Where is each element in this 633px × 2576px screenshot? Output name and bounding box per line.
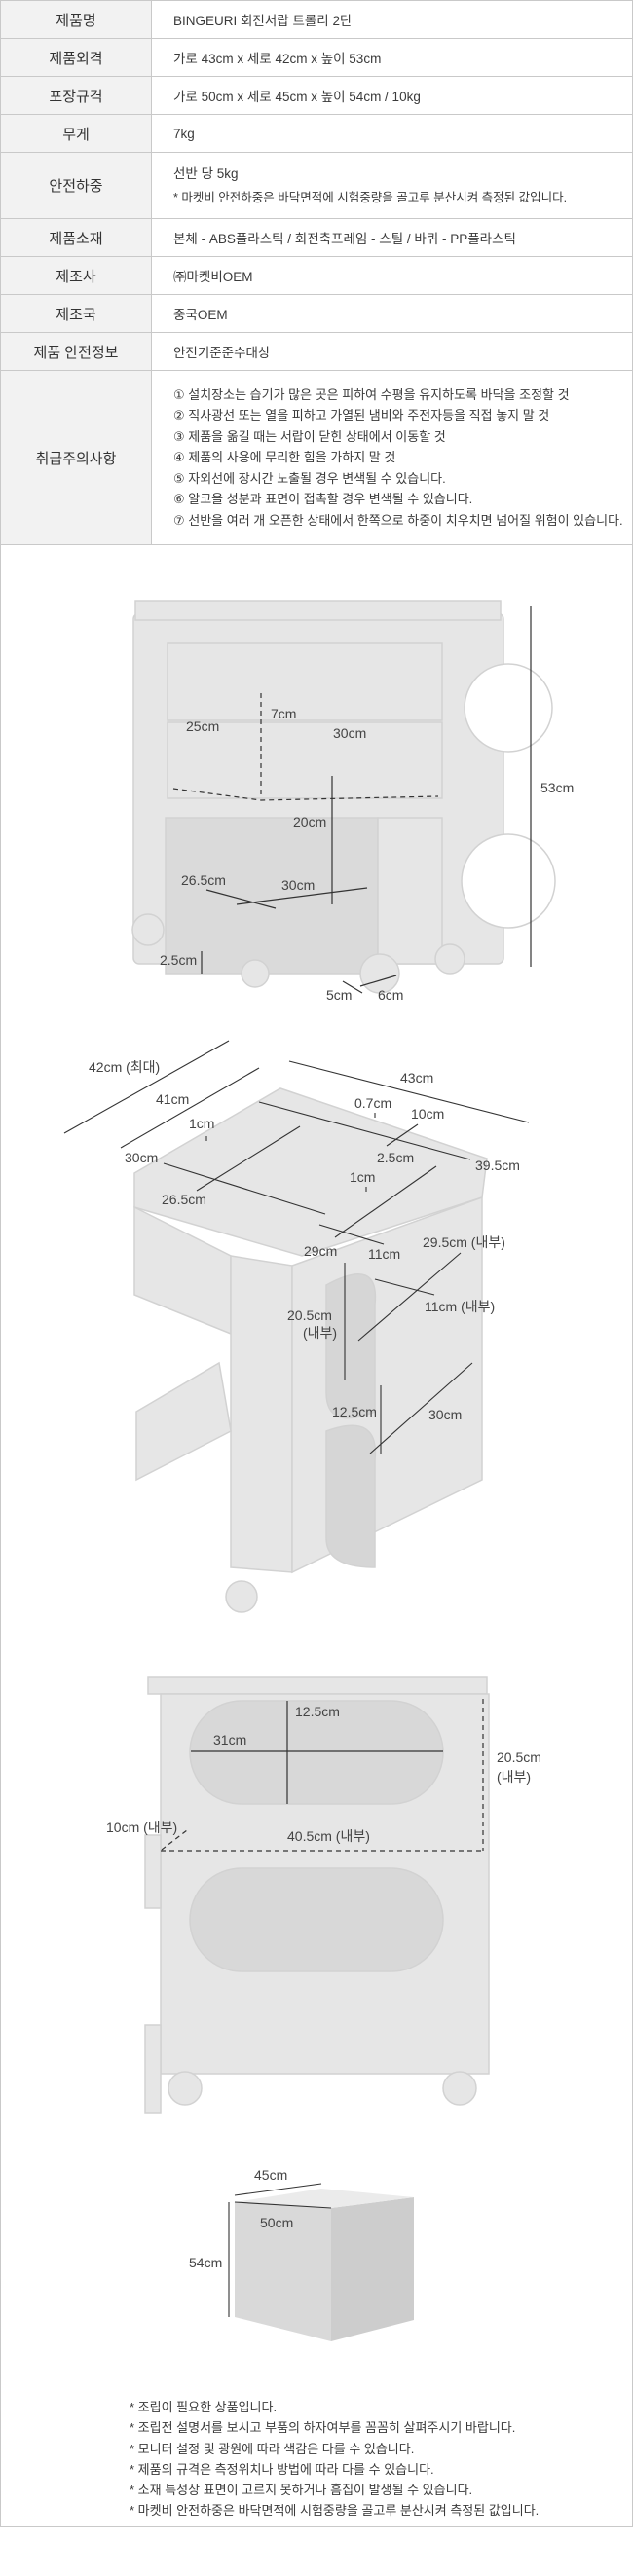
spec-value: 본체 - ABS플라스틱 / 회전축프레임 - 스틸 / 바퀴 - PP플라스틱 xyxy=(151,218,633,257)
care-item: ④ 제품의 사용에 무리한 힘을 가하지 말 것 xyxy=(173,450,396,465)
spec-label: 제조국 xyxy=(0,294,152,333)
care-item: ⑤ 자외선에 장시간 노출될 경우 변색될 수 있습니다. xyxy=(173,470,446,486)
dim-package-depth: 45cm xyxy=(254,2167,288,2183)
spec-label: 포장규격 xyxy=(0,76,152,115)
spec-row: 취급주의사항 ① 설치장소는 습기가 많은 곳은 피하여 수평을 유지하도록 바… xyxy=(0,370,633,545)
package-dimension-lines xyxy=(228,2183,332,2317)
dim-top-width: 30cm xyxy=(125,1150,159,1165)
note-item: * 조립이 필요한 상품입니다. xyxy=(130,2400,278,2414)
note-item: * 마켓비 안전하중은 바닥면적에 시험중량을 골고루 분산시켜 측정된 값입니… xyxy=(130,2503,540,2519)
dim-side-inner-height-note: (내부) xyxy=(497,1769,532,1785)
spec-label: 제품명 xyxy=(0,0,152,39)
dim-lower-height: 12.5cm xyxy=(332,1404,377,1419)
dim-max-depth: 42cm (최대) xyxy=(89,1059,161,1075)
dim-lower-depth: 30cm xyxy=(428,1407,463,1422)
spec-value: 가로 50cm x 세로 45cm x 높이 54cm / 10kg xyxy=(151,76,633,115)
note-item: * 소재 특성상 표면이 고르지 못하거나 흠집이 발생될 수 있습니다. xyxy=(130,2483,473,2498)
spec-value: 가로 43cm x 세로 42cm x 높이 53cm xyxy=(151,38,633,77)
dim-inner-height: 20.5cm xyxy=(287,1307,332,1323)
spec-label: 제조사 xyxy=(0,256,152,295)
spec-row: 제조사㈜마켓비OEM xyxy=(0,256,633,295)
dim-shelf-height: 20cm xyxy=(293,814,327,829)
side-view-cart xyxy=(144,1676,490,2114)
dim-inner-depth: 29.5cm (내부) xyxy=(423,1234,505,1250)
iso-view-dimension-lines xyxy=(63,1040,530,1454)
note-item: * 모니터 설정 및 광원에 따라 색감은 다를 수 있습니다. xyxy=(130,2441,415,2456)
dim-package-width: 50cm xyxy=(260,2215,294,2230)
dim-hole: 2.5cm xyxy=(377,1150,415,1165)
care-item: ⑦ 선반을 여러 개 오픈한 상태에서 한쪽으로 하중이 치우치면 넘어질 위험… xyxy=(173,512,623,528)
spec-value: BINGEURI 회전서랍 트롤리 2단 xyxy=(151,0,633,39)
spec-label: 제품외격 xyxy=(0,38,152,77)
dim-opening-height: 12.5cm xyxy=(295,1704,340,1719)
dim-drawer-depth: 25cm xyxy=(186,718,220,734)
dim-wheel-a: 5cm xyxy=(326,987,353,1003)
dim-package-height: 54cm xyxy=(189,2255,223,2270)
front-view-cart xyxy=(131,600,556,994)
dim-tray-width: 11cm xyxy=(368,1246,401,1262)
dim-shelf-depth: 26.5cm xyxy=(181,872,226,888)
dim-top-depth: 26.5cm xyxy=(162,1192,206,1207)
spec-value: 중국OEM xyxy=(151,294,633,333)
care-item: ⑥ 알코올 성분과 표면이 접촉할 경우 변색될 수 있습니다. xyxy=(173,492,473,507)
dim-inner-height-note: (내부) xyxy=(303,1325,338,1341)
dim-slot: 10cm xyxy=(411,1106,445,1122)
care-item: ① 설치장소는 습기가 많은 곳은 피하여 수평을 유지하도록 바닥을 조정할 … xyxy=(173,386,570,402)
dim-edge-1: 1cm xyxy=(189,1116,215,1131)
dim-opening-width: 31cm xyxy=(213,1732,247,1748)
dim-depth: 41cm xyxy=(156,1091,190,1107)
spec-label: 안전하중 xyxy=(0,152,152,219)
spec-value: 선반 당 5kg xyxy=(173,166,239,181)
front-view-dimension-lines xyxy=(172,606,532,994)
spec-label: 취급주의사항 xyxy=(0,370,152,545)
spec-value: 7kg xyxy=(151,114,633,153)
dim-inner-width: 11cm (내부) xyxy=(425,1299,496,1314)
dim-edge-2: 1cm xyxy=(350,1169,376,1185)
spec-value: ㈜마켓비OEM xyxy=(151,256,633,295)
dim-drawer-width: 30cm xyxy=(333,725,367,741)
note-item: * 조립전 설명서를 보시고 부품의 하자여부를 꼼꼼히 살펴주시기 바랍니다. xyxy=(130,2420,516,2436)
dim-side: 39.5cm xyxy=(475,1158,520,1173)
dim-wheel-clearance: 2.5cm xyxy=(160,952,198,968)
package-box xyxy=(235,2189,414,2341)
care-item: ③ 제품을 옮길 때는 서랍이 닫힌 상태에서 이동할 것 xyxy=(173,428,446,444)
dim-wheel-b: 6cm xyxy=(378,987,404,1003)
note-item: * 제품의 규격은 측정위치나 방법에 따라 다를 수 있습니다. xyxy=(130,2461,434,2477)
dim-tray-depth: 29cm xyxy=(304,1243,338,1259)
notes-box: * 조립이 필요한 상품입니다. * 조립전 설명서를 보시고 부품의 하자여부… xyxy=(0,2374,633,2527)
dim-total-height: 53cm xyxy=(540,780,575,795)
iso-view-cart xyxy=(133,1087,488,1613)
spec-label: 제품소재 xyxy=(0,218,152,257)
dim-rim: 0.7cm xyxy=(354,1095,392,1111)
side-view-dimension-lines xyxy=(161,1699,484,1852)
dim-side-inner-width: 40.5cm (내부) xyxy=(287,1828,370,1844)
care-item: ② 직사광선 또는 열을 피하고 가열된 냄비와 주전자등을 직접 놓지 말 것 xyxy=(173,408,550,423)
dim-side-depth: 10cm (내부) xyxy=(106,1820,178,1835)
dim-shelf-width: 30cm xyxy=(281,877,316,893)
spec-label: 제품 안전정보 xyxy=(0,332,152,371)
spec-label: 무게 xyxy=(0,114,152,153)
dim-width: 43cm xyxy=(400,1070,434,1086)
dim-drawer-height: 7cm xyxy=(271,706,297,721)
dim-side-inner-height: 20.5cm xyxy=(497,1749,541,1765)
spec-row: 안전하중 선반 당 5kg * 마켓비 안전하중은 바닥면적에 시험중량을 골고루 … xyxy=(0,152,633,219)
spec-note: * 마켓비 안전하중은 바닥면적에 시험중량을 골고루 분산시켜 측정된 값입니… xyxy=(173,190,568,204)
